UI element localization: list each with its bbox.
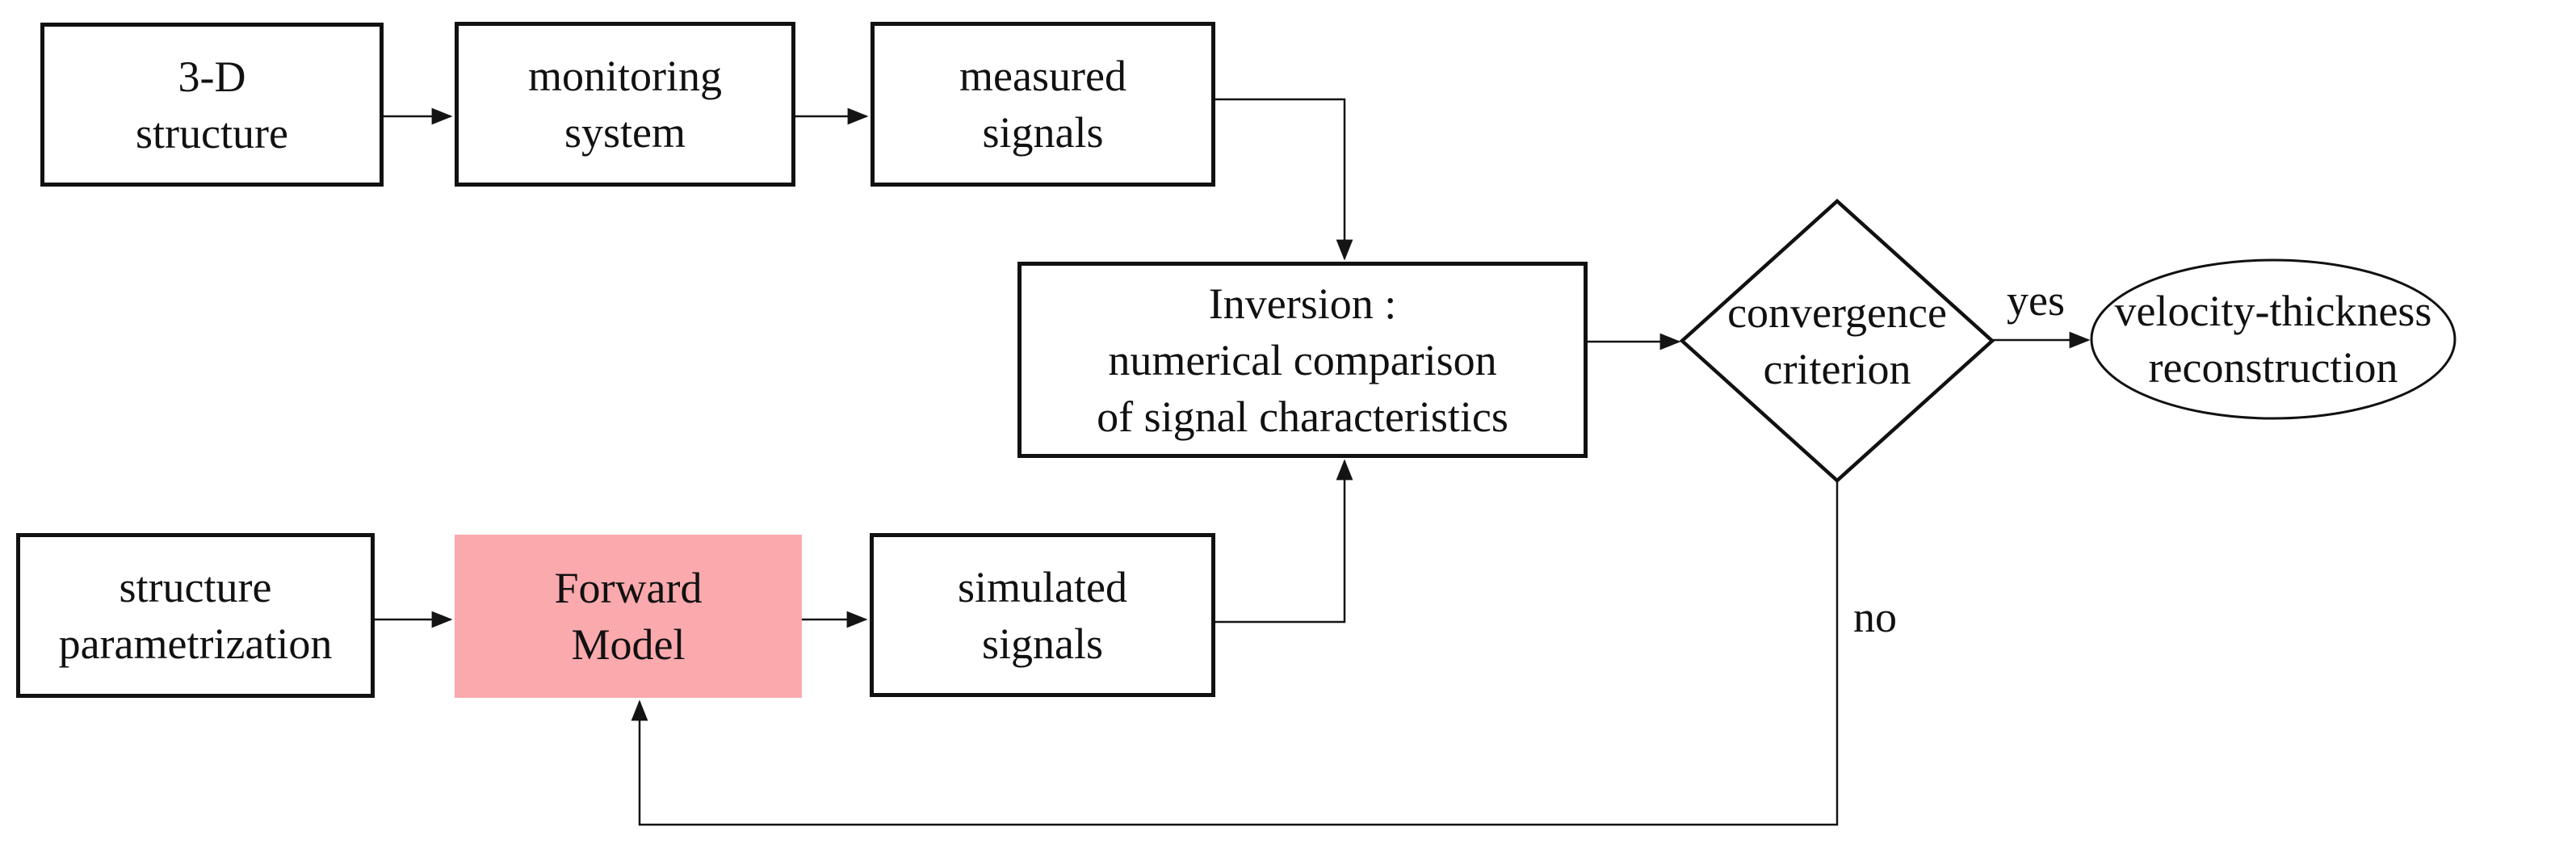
node-inversion-line3: of signal characteristics — [1097, 392, 1508, 441]
node-monitoring-system: monitoring system — [455, 22, 795, 187]
node-3d-structure-line1: 3-D — [178, 52, 246, 101]
edge-label-no: no — [1853, 593, 1897, 641]
node-inversion-line1: Inversion : — [1208, 279, 1397, 328]
convergence-diamond-shape — [1679, 198, 1995, 484]
node-simulated-signals: simulated signals — [870, 533, 1215, 697]
edge-convergence-no-to-forward — [631, 481, 1839, 826]
node-simulated-signals-line1: simulated — [958, 562, 1127, 611]
reconstruction-ellipse-shape — [2090, 258, 2456, 420]
edge-simulated-to-inversion — [1215, 459, 1353, 624]
node-monitoring-system-line1: monitoring — [528, 52, 722, 100]
node-3d-structure-line2: structure — [136, 108, 288, 158]
node-measured-signals-line1: measured — [959, 52, 1126, 100]
node-measured-signals: measured signals — [871, 22, 1215, 187]
node-forward-model: Forward Model — [455, 535, 802, 698]
edge-measured-to-inversion — [1215, 98, 1353, 261]
node-inversion-line2: numerical comparison — [1108, 335, 1497, 384]
node-forward-model-line2: Model — [571, 620, 686, 669]
node-measured-signals-line2: signals — [982, 108, 1104, 157]
node-monitoring-system-line2: system — [564, 108, 686, 157]
node-3d-structure: 3-D structure — [40, 23, 384, 187]
edge-label-yes: yes — [2007, 276, 2065, 325]
node-structure-parametrization-line2: parametrization — [58, 620, 333, 668]
node-simulated-signals-line2: signals — [981, 619, 1103, 668]
node-inversion: Inversion : numerical comparison of sign… — [1017, 262, 1588, 458]
node-structure-parametrization-line1: structure — [119, 563, 272, 611]
node-forward-model-line1: Forward — [554, 564, 703, 612]
node-structure-parametrization: structure parametrization — [16, 533, 375, 698]
